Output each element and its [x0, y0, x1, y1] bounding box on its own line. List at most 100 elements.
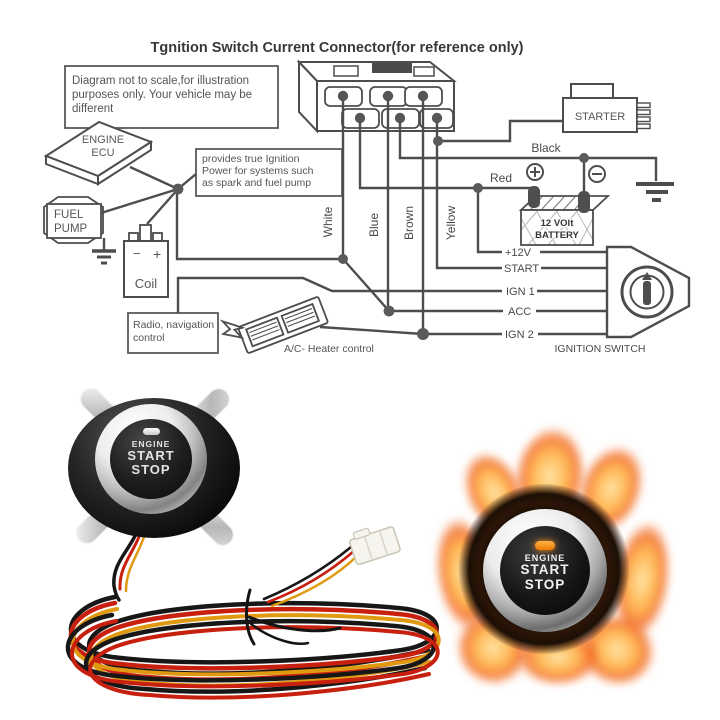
radio-line2: control — [133, 332, 165, 344]
key-icon — [642, 272, 652, 305]
white-plug — [349, 526, 401, 566]
wire-label-white: White — [321, 206, 335, 237]
wire-plus12-feed — [476, 188, 502, 254]
button-text-start: START — [520, 562, 570, 578]
ecu-label-1: ENGINE — [82, 134, 124, 146]
coil-minus: − — [133, 246, 141, 261]
ecu-label-2: ECU — [91, 147, 114, 159]
starter-label: STARTER — [575, 111, 625, 123]
note-line3: different — [72, 103, 114, 115]
indicator-led — [142, 428, 160, 435]
junction-dot — [383, 305, 395, 317]
wire-bundle — [0, 526, 441, 700]
wiring-diagram: Tgnition Switch Current Connector(for re… — [43, 40, 691, 355]
wire-label-blue: Blue — [367, 213, 381, 237]
wire-label-brown: Brown — [402, 206, 416, 240]
battery-label-2: BATTERY — [535, 230, 579, 241]
coil-label: Coil — [135, 276, 158, 291]
wire-to-red-junction — [358, 122, 478, 190]
connector-pin — [417, 90, 429, 102]
provides-box: provides true Ignition Power for systems… — [195, 148, 343, 197]
connector-pin — [382, 90, 394, 102]
battery-plus-icon — [526, 163, 544, 181]
zip-tie — [245, 588, 342, 646]
wire-black-ground — [398, 122, 658, 181]
button-text-start: START — [127, 448, 175, 463]
button-face: ENGINE START STOP — [110, 419, 192, 499]
coil: − + Coil — [123, 224, 169, 298]
plug-latch — [352, 527, 371, 540]
ac-vent: A/C- Heater control — [219, 296, 374, 355]
ground-icon — [92, 238, 116, 265]
fuel-pump: FUEL PUMP — [43, 196, 116, 265]
wire-color-labels: White Blue Brown Yellow Red Black — [321, 141, 562, 240]
button-text-engine: ENGINE — [131, 439, 171, 449]
pigtail-red — [118, 530, 143, 591]
note-line2: purposes only. Your vehicle may be — [72, 89, 252, 101]
button-text-engine: ENGINE — [524, 553, 566, 563]
wire-white-branch-hub — [175, 190, 343, 261]
wire-radio-ign1 — [176, 276, 502, 313]
battery: 12 VOlt BATTERY — [518, 163, 611, 246]
provides-line2: Power for systems such — [202, 165, 314, 177]
starter: STARTER — [562, 83, 651, 133]
junction-dot — [172, 183, 184, 195]
pigtail-yellow — [124, 532, 147, 593]
button-text-stop: STOP — [131, 461, 171, 477]
connector-feed-red — [266, 549, 356, 604]
pigtail-black — [112, 530, 139, 602]
connector-feed-yellow — [270, 553, 360, 608]
wire-starter-feed — [438, 119, 563, 143]
junction-dot — [579, 153, 589, 163]
start-button-photo: ENGINE START STOP — [60, 385, 250, 550]
connector-pin — [337, 90, 349, 102]
wire-label-black: Black — [531, 141, 561, 155]
button-text-stop: STOP — [524, 576, 566, 592]
terminal-labels: +12V START IGN 1 ACC IGN 2 — [504, 247, 539, 341]
connector-pin — [354, 112, 366, 124]
wire-label-red: Red — [490, 171, 512, 185]
terminal-ign2: IGN 2 — [505, 329, 534, 341]
ignition-switch: IGNITION SWITCH — [555, 245, 691, 355]
fuel-label-1: FUEL — [54, 209, 84, 221]
fuel-label-2: PUMP — [54, 223, 88, 235]
connector-feed-black — [262, 545, 353, 601]
provides-line3: as spark and fuel pump — [202, 177, 311, 189]
wire-ac-feed — [319, 325, 424, 336]
junction-dot — [473, 183, 483, 193]
battery-label-1: 12 VOlt — [541, 218, 575, 229]
coil-plus: + — [153, 246, 161, 262]
connector-pin — [394, 112, 406, 124]
indicator-led — [535, 541, 555, 550]
radio-box: Radio, navigation control — [127, 312, 219, 354]
diagram-root: Tgnition Switch Current Connector(for re… — [43, 40, 691, 355]
provides-line1: provides true Ignition — [202, 153, 300, 165]
wire-white-branch-acc — [342, 258, 390, 312]
button-face: ENGINE START STOP — [500, 526, 590, 615]
junction-dot — [338, 254, 348, 264]
start-button-flames-photo: ENGINE START STOP — [428, 421, 679, 700]
battery-minus-terminal — [578, 191, 590, 213]
wire-start — [435, 122, 502, 270]
hub-spokes — [100, 165, 197, 225]
engine-ecu: ENGINE ECU — [43, 120, 154, 186]
diagram-title: Tgnition Switch Current Connector(for re… — [151, 40, 524, 56]
note-box: Diagram not to scale,for illustration pu… — [64, 65, 279, 129]
battery-plus-terminal — [528, 186, 540, 208]
wire-label-yellow: Yellow — [444, 206, 458, 241]
battery-minus-icon — [588, 165, 606, 183]
ignition-switch-label: IGNITION SWITCH — [555, 343, 646, 355]
terminal-ign1: IGN 1 — [506, 286, 535, 298]
junction-dot — [433, 136, 443, 146]
note-line1: Diagram not to scale,for illustration — [72, 75, 249, 87]
ac-label: A/C- Heater control — [284, 343, 374, 355]
terminal-plus12v: +12V — [505, 247, 532, 259]
terminal-start: START — [504, 263, 539, 275]
harness-connector — [296, 59, 457, 134]
coiled-wires — [68, 526, 441, 700]
diagram-wires — [100, 100, 658, 340]
ground-icon — [636, 182, 674, 202]
junction-dot — [417, 328, 429, 340]
radio-line1: Radio, navigation — [133, 319, 214, 331]
